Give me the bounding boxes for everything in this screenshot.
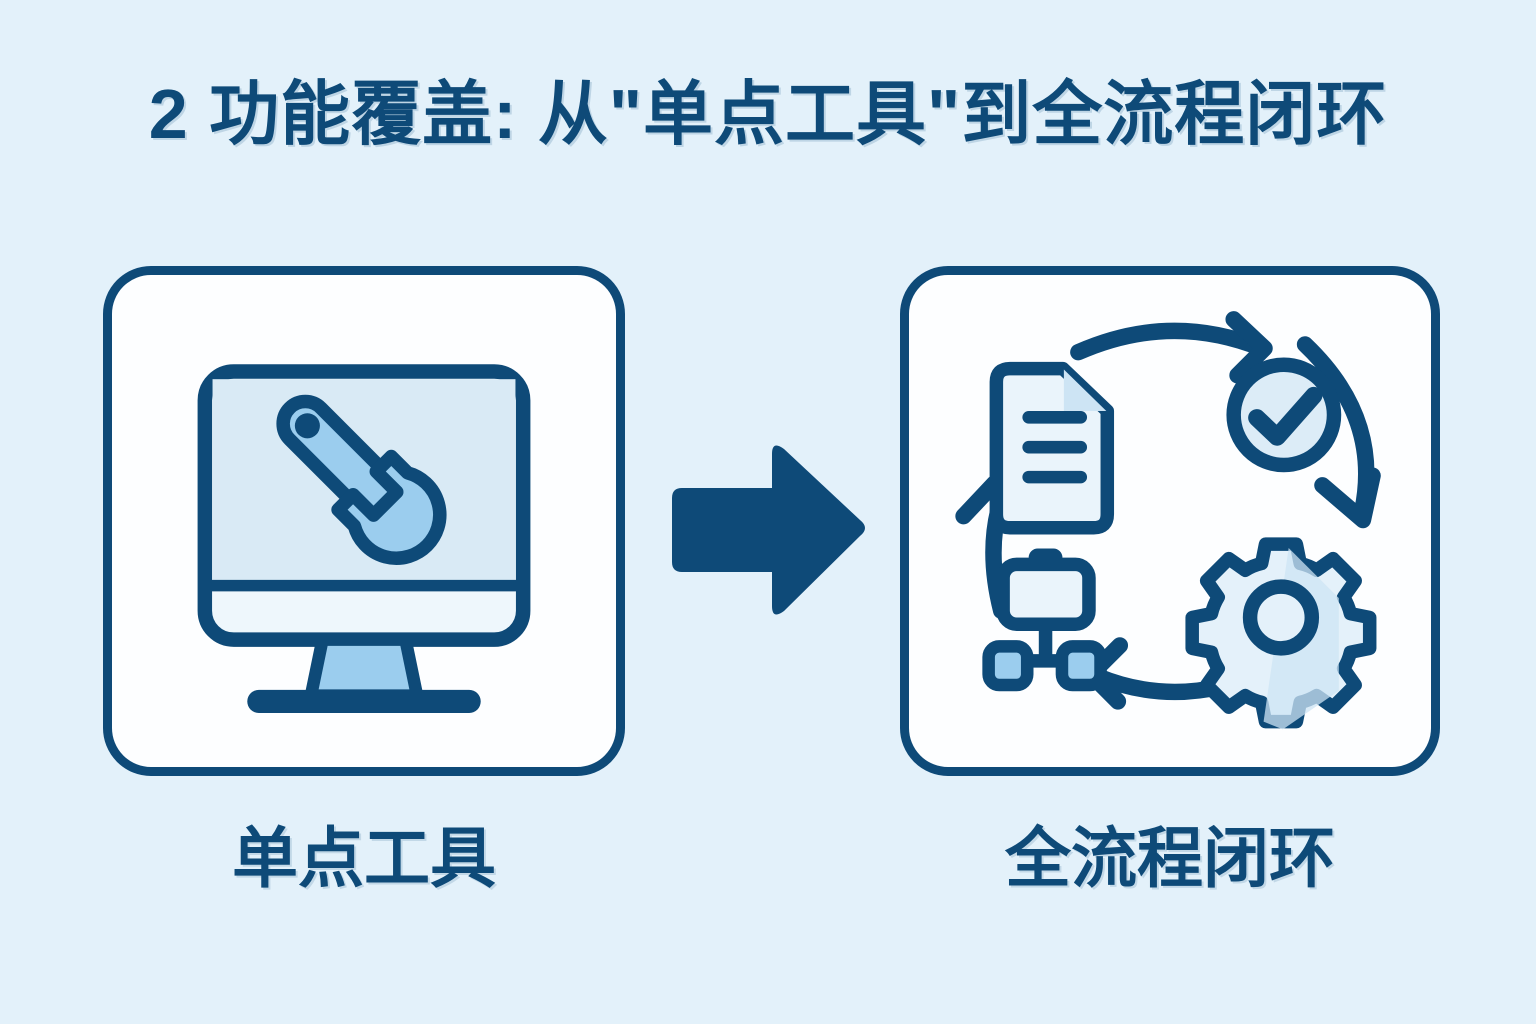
caption-single-point-tool: 单点工具 [232, 821, 496, 895]
card-full-process-cycle[interactable] [900, 266, 1440, 776]
hierarchy-node-icon [982, 548, 1107, 692]
check-circle-icon [1226, 357, 1342, 473]
cycle-arrowhead-right [1314, 467, 1381, 529]
cycle-arrow-top [1070, 322, 1270, 361]
cycle-arrowhead-top [1225, 311, 1273, 384]
document-icon [989, 361, 1115, 535]
monitor-with-wrench-icon [197, 364, 531, 713]
page-title: 2 功能覆盖: 从"单点工具"到全流程闭环 [148, 75, 1388, 153]
process-cycle-icon [955, 311, 1381, 730]
caption-full-process-cycle: 全流程闭环 [1005, 821, 1335, 895]
gear-icon [1185, 537, 1377, 730]
card-single-point-tool[interactable] [103, 266, 625, 776]
right-arrow-icon [672, 445, 865, 615]
